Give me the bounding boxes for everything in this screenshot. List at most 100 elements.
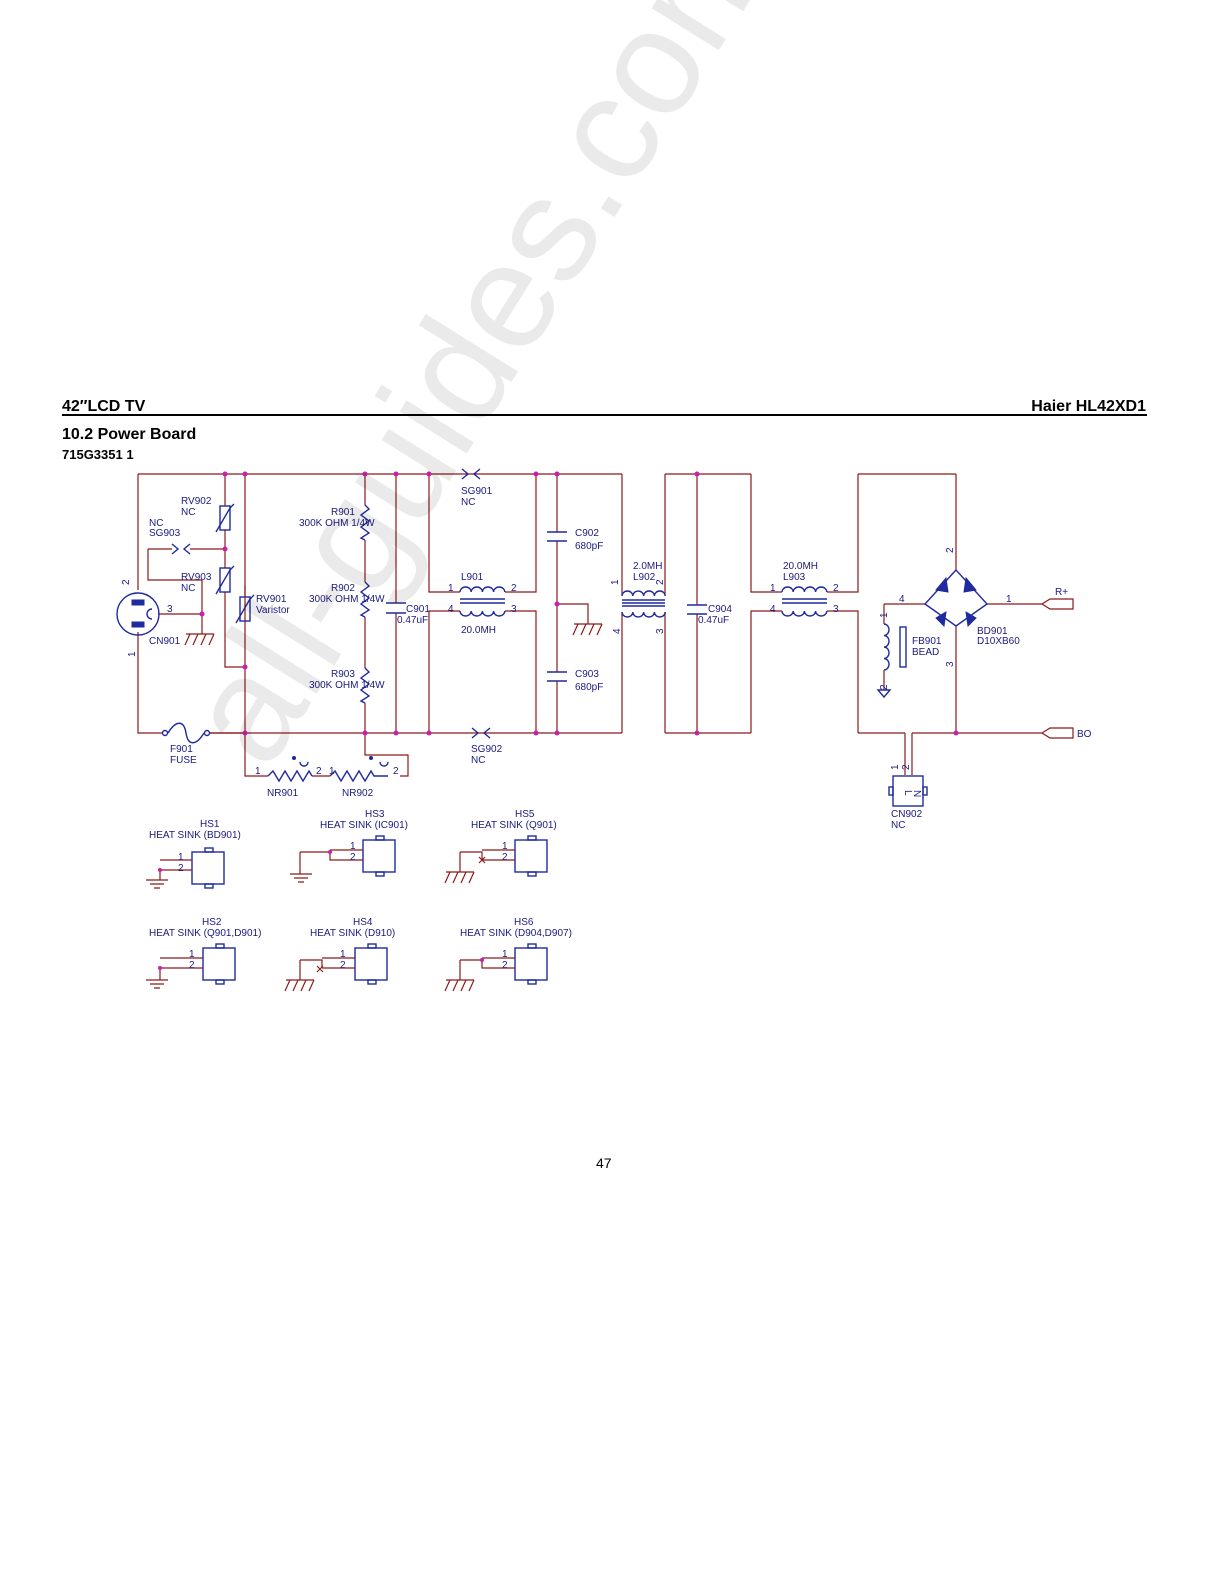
l903-pin-4: 4 bbox=[770, 604, 776, 615]
f901-ref: F901 bbox=[170, 744, 193, 755]
cn901-plug-icon bbox=[116, 592, 160, 636]
bd901-pin-3: 3 bbox=[945, 661, 956, 667]
rv901-ref: RV901 bbox=[256, 594, 287, 605]
heatsink-hs6 bbox=[444, 943, 548, 992]
cn902-connector-icon bbox=[888, 775, 928, 807]
hs3-pin-1: 1 bbox=[350, 841, 356, 852]
fb901-ref: FB901 bbox=[912, 636, 942, 647]
cn902-pin-2: 2 bbox=[901, 764, 912, 770]
l901-ref: L901 bbox=[461, 572, 484, 583]
nr901-pin-1: 1 bbox=[255, 766, 261, 777]
hs5-ref: HS5 bbox=[515, 809, 535, 820]
f901-value: FUSE bbox=[170, 755, 197, 766]
l903-value: 20.0MH bbox=[783, 561, 818, 572]
c903-ref: C903 bbox=[575, 669, 599, 680]
nr901-pin-2: 2 bbox=[316, 766, 322, 777]
sg903-value: NC bbox=[149, 518, 163, 529]
ferrite-bead-icon bbox=[883, 623, 907, 671]
page-number: 47 bbox=[596, 1155, 612, 1171]
l901-pin-1: 1 bbox=[448, 583, 454, 594]
bd901-pin-1: 1 bbox=[1006, 594, 1012, 605]
hs1-pin-1: 1 bbox=[178, 852, 184, 863]
l902-choke-icon bbox=[621, 590, 666, 618]
rv903-value: NC bbox=[181, 583, 195, 594]
c902-ref: C902 bbox=[575, 528, 599, 539]
cn902-ref: CN902 bbox=[891, 809, 923, 820]
hs1-ref: HS1 bbox=[200, 819, 220, 830]
board-code: 715G3351 1 bbox=[62, 447, 134, 462]
l901-choke-icon bbox=[459, 586, 506, 617]
hs4-pin-2: 2 bbox=[340, 960, 346, 971]
nr902-pin-1: 1 bbox=[329, 766, 335, 777]
l903-ref: L903 bbox=[783, 572, 806, 583]
r902-ref: R902 bbox=[331, 583, 355, 594]
bd901-pin-4: 4 bbox=[899, 594, 905, 605]
c901-value: 0.47uF bbox=[397, 615, 428, 626]
l901-pin-4: 4 bbox=[448, 604, 454, 615]
hs3-ref: HS3 bbox=[365, 809, 385, 820]
hs4-ref: HS4 bbox=[353, 917, 373, 928]
header-rule bbox=[62, 414, 1147, 416]
fb901-value: BEAD bbox=[912, 647, 939, 658]
cn901-pin-2: 2 bbox=[121, 579, 132, 585]
bridge-rectifier-icon bbox=[923, 568, 989, 628]
cn901-ref: CN901 bbox=[149, 636, 181, 647]
cn902-mark-n: N bbox=[911, 790, 922, 797]
bo-port-label: BO bbox=[1077, 729, 1092, 740]
hs2-pin-1: 1 bbox=[189, 949, 195, 960]
l902-pin-4: 4 bbox=[612, 628, 623, 634]
c902-value: 680pF bbox=[575, 541, 603, 552]
spark-gap-icon bbox=[171, 468, 491, 739]
r-plus-port-label: R+ bbox=[1055, 587, 1068, 598]
hs1-desc: HEAT SINK (BD901) bbox=[149, 830, 241, 841]
rv902-value: NC bbox=[181, 507, 195, 518]
hs6-desc: HEAT SINK (D904,D907) bbox=[460, 928, 572, 939]
sg901-ref: SG901 bbox=[461, 486, 493, 497]
l902-pin-3: 3 bbox=[655, 628, 666, 634]
c904-value: 0.47uF bbox=[698, 615, 729, 626]
heatsink-hs1 bbox=[146, 847, 225, 889]
l902-pin-1: 1 bbox=[610, 579, 621, 585]
r903-ref: R903 bbox=[331, 669, 355, 680]
r903-value: 300K OHM 1/4W bbox=[309, 680, 385, 691]
nr902-ref: NR902 bbox=[342, 788, 374, 799]
heatsink-hs2 bbox=[146, 943, 236, 989]
hs2-ref: HS2 bbox=[202, 917, 222, 928]
heatsink-hs5 bbox=[444, 835, 548, 884]
hs6-ref: HS6 bbox=[514, 917, 534, 928]
cn902-pin-1: 1 bbox=[890, 764, 901, 770]
sg902-ref: SG902 bbox=[471, 744, 503, 755]
bd901-ref: BD901 bbox=[977, 626, 1008, 637]
rv901-value: Varistor bbox=[256, 605, 290, 616]
hs6-pin-1: 1 bbox=[502, 949, 508, 960]
sg903-ref: SG903 bbox=[149, 528, 181, 539]
l902-pin-2: 2 bbox=[655, 579, 666, 585]
thermistor-icon bbox=[267, 756, 389, 783]
doc-title-right: Haier HL42XD1 bbox=[1031, 398, 1146, 415]
hs5-desc: HEAT SINK (Q901) bbox=[471, 820, 557, 831]
hs3-pin-2: 2 bbox=[350, 852, 356, 863]
l903-pin-3: 3 bbox=[833, 604, 839, 615]
cn901-pin-1: 1 bbox=[127, 651, 138, 657]
bd901-pin-2: 2 bbox=[945, 547, 956, 553]
c904-ref: C904 bbox=[708, 604, 732, 615]
l902-value: 2.0MH bbox=[633, 561, 662, 572]
l901-pin-3: 3 bbox=[511, 604, 517, 615]
hs2-desc: HEAT SINK (Q901,D901) bbox=[149, 928, 261, 939]
hs6-pin-2: 2 bbox=[502, 960, 508, 971]
rv902-ref: RV902 bbox=[181, 496, 212, 507]
l903-pin-1: 1 bbox=[770, 583, 776, 594]
l903-choke-icon bbox=[781, 586, 828, 617]
varistor-icon bbox=[215, 503, 255, 624]
c901-ref: C901 bbox=[406, 604, 430, 615]
r902-value: 300K OHM 1/4W bbox=[309, 594, 385, 605]
heatsink-hs3 bbox=[290, 835, 396, 883]
fuse-icon bbox=[161, 722, 211, 744]
resistor-icon bbox=[359, 504, 371, 704]
r901-value: 300K OHM 1/4W bbox=[299, 518, 375, 529]
fb901-pin-1: 1 bbox=[879, 612, 890, 618]
hs5-pin-2: 2 bbox=[502, 852, 508, 863]
nr901-ref: NR901 bbox=[267, 788, 299, 799]
l901-pin-2: 2 bbox=[511, 583, 517, 594]
